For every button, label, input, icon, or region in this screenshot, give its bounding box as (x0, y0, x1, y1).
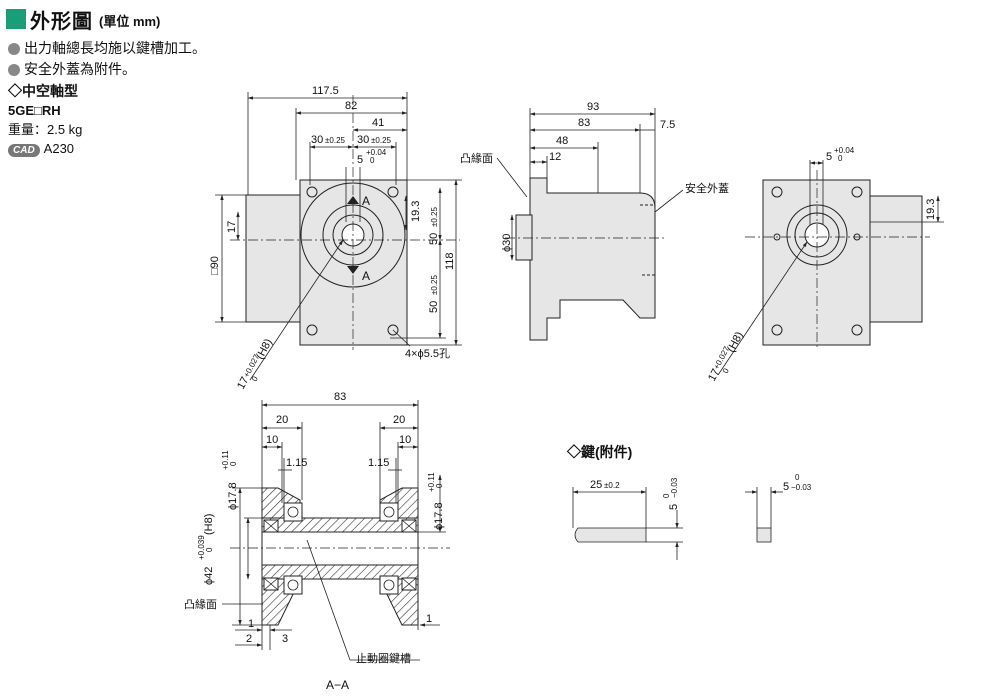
side-view (496, 108, 684, 341)
rear-bore-fit: (H8) (725, 330, 746, 355)
key-t-up: 0 (795, 473, 800, 482)
dim-12: 12 (549, 151, 561, 163)
page-title: 外形圖 (30, 10, 93, 33)
sec-pilot-label: 凸緣面 (184, 598, 217, 611)
cover-label: 安全外蓋 (685, 181, 729, 195)
dim-82: 82 (345, 100, 357, 112)
sec-dim-3: 3 (282, 633, 288, 645)
sec-dim-10b: 10 (399, 434, 411, 446)
dim-50a: 50 (428, 233, 440, 245)
dim-118: 118 (444, 252, 456, 270)
section-caption: A−A (326, 678, 349, 692)
side-body (529, 177, 656, 341)
dim-41: 41 (372, 117, 384, 129)
rear-bore-tol-lo: 0 (721, 366, 731, 375)
rear-tol-up: +0.04 (834, 146, 855, 155)
sec-tol42-lo: 0 (205, 547, 214, 552)
key-t-lo: −0.03 (791, 483, 812, 492)
key-title: ◇鍵(附件) (566, 444, 632, 460)
dim-50b: 50 (428, 301, 440, 313)
bullet-icon (8, 42, 20, 55)
section-mark-bottom: A (362, 269, 370, 283)
section-view-labels: 83 20 20 10 10 1.15 1.15 ϕ17.8 +0.11 0 ϕ… (184, 391, 445, 692)
dim-sq90: □90 (209, 256, 221, 275)
sec-tol17a-up: +0.11 (221, 450, 230, 470)
dim-17: 17 (226, 221, 238, 233)
rear-dim-5: 5 (826, 151, 832, 163)
sec-h8: (H8) (203, 514, 215, 535)
bullet-icon (8, 63, 20, 76)
dim-5: 5 (357, 154, 363, 166)
sec-phi42: ϕ42 (203, 567, 215, 585)
section-mark-top: A (362, 194, 370, 208)
model-subtitle: ◇中空軸型 (8, 83, 78, 99)
rear-bore: 17 (706, 367, 722, 383)
holes-label: 4×ϕ5.5孔 (405, 347, 450, 360)
key-w-lo: −0.03 (670, 477, 679, 498)
front-view (215, 92, 462, 381)
dim-7-5: 7.5 (660, 119, 675, 131)
sec-dim-2: 2 (246, 633, 252, 645)
tol-30a: ±0.25 (325, 136, 346, 145)
sec-dim-1-15b: 1.15 (368, 457, 389, 469)
sec-tol17b-up: +0.11 (427, 472, 436, 492)
bore-tol-lo: 0 (250, 374, 260, 383)
page-header: 外形圖 (單位 mm) (6, 6, 161, 33)
sec-tol42-up: +0.039 (197, 535, 206, 560)
key-w-up: 0 (662, 493, 671, 498)
dim-phi30: ϕ30 (501, 234, 513, 252)
sec-dim-1b: 1 (426, 613, 432, 625)
dim-83: 83 (578, 117, 590, 129)
key-len: 25 (590, 479, 602, 491)
sec-tol17b-lo: 0 (435, 483, 444, 488)
snap-ring-label: 止動圈鍵槽 (356, 651, 411, 665)
tol5-lo: 0 (370, 156, 375, 165)
dim-117-5: 117.5 (312, 85, 339, 97)
sec-dim-83: 83 (334, 391, 346, 403)
title-marker (6, 9, 26, 29)
front-motor-body (245, 194, 301, 323)
note-item: 安全外蓋為附件。 (8, 59, 206, 80)
model-weight: 重量：2.5 kg (8, 122, 83, 137)
rear-view (717, 160, 944, 376)
side-view-labels: 93 83 48 12 7.5 ϕ30 凸緣面 安全外蓋 (460, 101, 729, 252)
sec-phi17-8b: ϕ17.8 (433, 502, 445, 530)
cad-code[interactable]: A230 (43, 141, 75, 156)
tol5-up: +0.04 (366, 148, 387, 157)
cad-badge: CAD (8, 144, 40, 157)
tol-50b: ±0.25 (430, 274, 439, 295)
sec-phi17-8a: ϕ17.8 (227, 482, 239, 510)
dim-48: 48 (556, 135, 568, 147)
section-view (222, 400, 450, 661)
dim-30b: 30 (357, 134, 369, 146)
sec-dim-1a: 1 (248, 618, 254, 630)
model-name: 5GE□RH (8, 103, 61, 118)
notes-list: 出力軸總長均施以鍵槽加工。 安全外蓋為附件。 (8, 38, 206, 80)
sec-tol17a-lo: 0 (229, 461, 238, 466)
pilot-label: 凸緣面 (460, 152, 493, 165)
key-len-tol: ±0.2 (604, 481, 620, 490)
note-item: 出力軸總長均施以鍵槽加工。 (8, 38, 206, 59)
tol-50a: ±0.25 (430, 206, 439, 227)
dim-19-3: 19.3 (410, 201, 422, 222)
sec-dim-10a: 10 (266, 434, 278, 446)
dim-93: 93 (587, 101, 599, 113)
rear-tol-lo: 0 (838, 154, 843, 163)
unit-label: (單位 mm) (99, 14, 161, 29)
tol-30b: ±0.25 (371, 136, 392, 145)
key-w: 5 (668, 504, 680, 510)
sec-dim-20a: 20 (276, 414, 288, 426)
dim-30a: 30 (311, 134, 323, 146)
sec-dim-1-15a: 1.15 (286, 457, 307, 469)
rear-dim-19-3: 19.3 (925, 199, 937, 220)
key-view: ◇鍵(附件) 25 ±0.2 5 0 −0.03 5 0 −0.03 (566, 444, 812, 560)
bore-fit: (H8) (254, 337, 275, 362)
key-t: 5 (783, 481, 789, 493)
sec-dim-20b: 20 (393, 414, 405, 426)
bore-label: 17 (235, 375, 251, 391)
